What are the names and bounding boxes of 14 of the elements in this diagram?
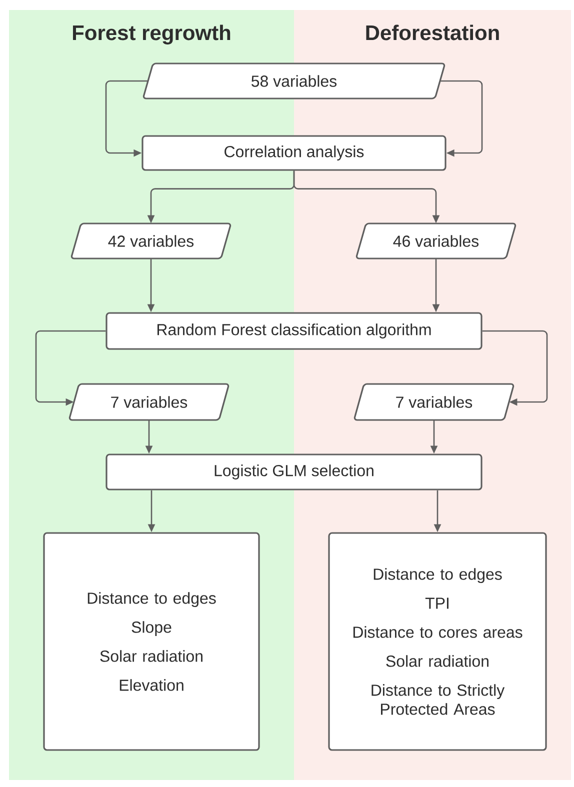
arrow (482, 330, 548, 406)
data-parallelogram: 7 variables (68, 383, 230, 421)
column-heading: Deforestation (366, 24, 499, 40)
arrow (440, 80, 483, 157)
process-box: Random Forest classification algorithm (106, 312, 482, 350)
column-heading: Forest regrowth (72, 24, 230, 44)
result-box: Distance to edges TPI Distance to cores areas Solar radiation Distance to Strictly Protected Areas (328, 532, 547, 751)
data-parallelogram: 46 variables (356, 222, 516, 260)
data-parallelogram: 58 variables (142, 62, 446, 100)
data-parallelogram: 42 variables (70, 222, 232, 260)
data-parallelogram: 7 variables (354, 383, 514, 421)
result-box: Distance to edges Slope Solar radiation Elevation (43, 532, 260, 751)
process-box: Correlation analysis (142, 135, 446, 171)
process-box: Logistic GLM selection (106, 454, 482, 490)
